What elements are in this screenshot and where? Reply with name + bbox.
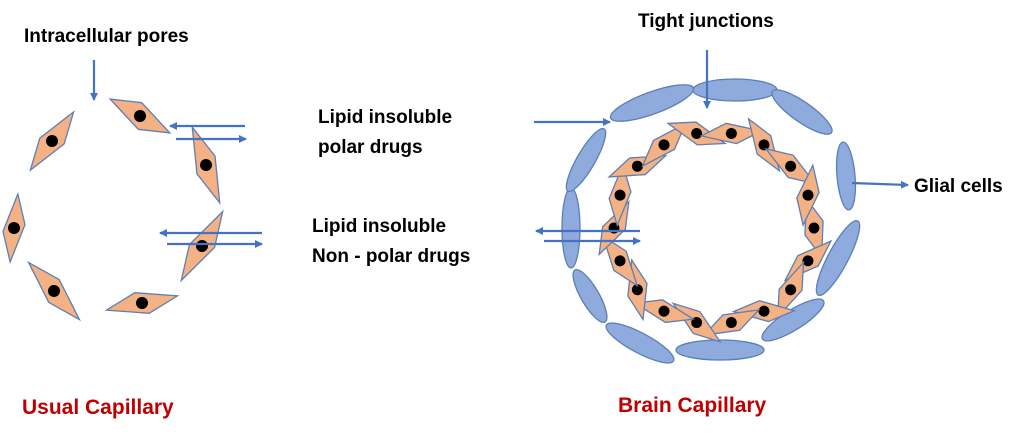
brain-capillary-title: Brain Capillary bbox=[618, 394, 767, 417]
glial-cells-label: Glial cells bbox=[914, 176, 1003, 197]
glial-cell bbox=[565, 127, 607, 193]
cell-nucleus bbox=[658, 305, 670, 317]
lipid-insoluble-nonpolar-label-line2: Non - polar drugs bbox=[312, 246, 471, 267]
glial-cell bbox=[771, 89, 833, 135]
endothelial-cell bbox=[796, 163, 820, 227]
endothelial-cell bbox=[104, 292, 180, 314]
brain-capillary-diagram bbox=[561, 78, 861, 364]
cell-nucleus bbox=[691, 317, 703, 329]
endothelial-cell bbox=[699, 122, 764, 145]
endothelial-cell bbox=[191, 125, 221, 205]
cell-nucleus bbox=[691, 127, 703, 139]
endothelial-cell bbox=[180, 209, 224, 283]
cell-nucleus bbox=[758, 139, 770, 151]
cell-nucleus bbox=[785, 284, 797, 296]
lipid-insoluble-polar-label-line1: Lipid insoluble bbox=[318, 107, 453, 128]
usual-capillary-title: Usual Capillary bbox=[22, 396, 174, 419]
glial-cell bbox=[692, 78, 778, 102]
cell-nucleus bbox=[808, 222, 820, 234]
usual-capillary-diagram bbox=[2, 98, 224, 322]
glial-cell bbox=[675, 339, 765, 361]
cell-nucleus bbox=[631, 284, 643, 296]
cell-nucleus bbox=[725, 127, 737, 139]
lipid-insoluble-nonpolar-label-line1: Lipid insoluble bbox=[312, 216, 447, 237]
lipid-insoluble-polar-label-line2: polar drugs bbox=[318, 137, 423, 158]
tight-junctions-label: Tight junctions bbox=[638, 11, 774, 32]
endothelial-cell bbox=[27, 260, 81, 322]
endothelial-cell bbox=[671, 302, 722, 343]
endothelial-cell bbox=[666, 121, 728, 146]
cell-nucleus bbox=[758, 305, 770, 317]
cell-nucleus bbox=[48, 285, 60, 297]
cell-nucleus bbox=[134, 110, 146, 122]
cell-nucleus bbox=[725, 317, 737, 329]
intracellular-pores-label: Intracellular pores bbox=[24, 26, 189, 47]
cell-nucleus bbox=[802, 189, 814, 201]
endothelial-cell bbox=[108, 98, 172, 134]
glial-cell bbox=[835, 141, 857, 211]
cell-nucleus bbox=[614, 255, 626, 267]
cell-nucleus bbox=[658, 139, 670, 151]
glial-cell bbox=[572, 268, 608, 324]
cell-nucleus bbox=[631, 160, 643, 172]
cell-nucleus bbox=[802, 255, 814, 267]
cell-nucleus bbox=[614, 189, 626, 201]
endothelial-cell bbox=[2, 191, 26, 265]
glial-cell bbox=[609, 84, 695, 122]
cell-nucleus bbox=[46, 135, 58, 147]
endothelial-cell bbox=[29, 110, 75, 172]
glial-cell bbox=[605, 322, 675, 364]
cell-nucleus bbox=[785, 160, 797, 172]
cell-nucleus bbox=[200, 159, 212, 171]
cell-nucleus bbox=[8, 222, 20, 234]
glial-cell bbox=[815, 219, 861, 297]
cell-nucleus bbox=[136, 297, 148, 309]
arrows-layer bbox=[90, 50, 909, 248]
endothelial-cell bbox=[731, 299, 797, 323]
endothelial-cell bbox=[632, 299, 696, 324]
glial-cell-pointer-arrow bbox=[851, 180, 909, 189]
glial-cell bbox=[561, 187, 581, 269]
endothelial-cell bbox=[747, 117, 781, 173]
